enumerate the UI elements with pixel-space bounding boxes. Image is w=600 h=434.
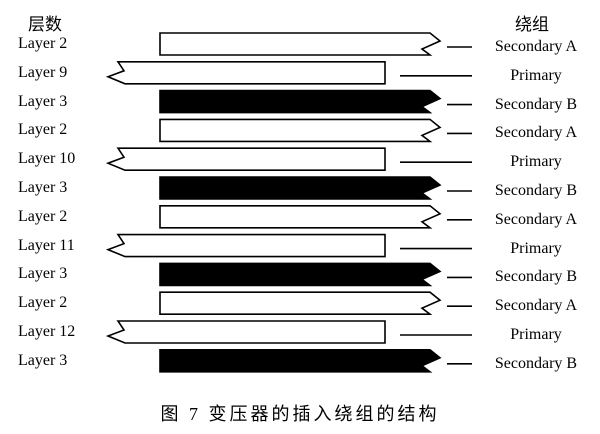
primary-winding-layer (105, 61, 386, 85)
secondary-a-winding-layer (159, 291, 442, 315)
winding-label: Primary (510, 153, 562, 171)
layer-label: Layer 2 (18, 35, 68, 52)
primary-winding-layer (105, 147, 386, 171)
winding-label: Secondary B (494, 182, 578, 199)
winding-label: Primary (510, 239, 562, 257)
secondary-b-winding-layer (159, 176, 442, 200)
secondary-b-winding-layer (159, 262, 442, 287)
figure-caption: 图 7 变压器的插入绕组的结构 (160, 404, 440, 424)
layer-label: Layer 11 (18, 236, 75, 254)
winding-label: Secondary B (494, 95, 578, 113)
layer-label: Layer 9 (18, 63, 68, 81)
layer-label: Layer 3 (18, 351, 68, 369)
secondary-a-winding-layer (159, 118, 442, 143)
layer-label: Layer 2 (18, 207, 68, 225)
layer-label: Layer 3 (18, 265, 68, 283)
layer-label: Layer 12 (18, 323, 76, 340)
layer-label: Layer 2 (18, 294, 68, 312)
secondary-b-winding-layer (159, 89, 442, 114)
winding-label: Secondary A (494, 38, 578, 55)
secondary-a-winding-layer (159, 32, 442, 56)
secondary-b-winding-layer (159, 349, 442, 373)
primary-winding-layer (105, 320, 386, 344)
winding-column-header: 绕组 (515, 15, 549, 34)
winding-label: Secondary A (494, 210, 578, 228)
winding-label: Primary (510, 326, 562, 343)
layer-label: Layer 2 (18, 121, 68, 139)
winding-label: Primary (510, 66, 562, 84)
winding-label: Secondary B (494, 268, 578, 286)
layer-label: Layer 3 (18, 92, 68, 110)
winding-label: Secondary A (494, 297, 578, 315)
winding-label: Secondary A (494, 124, 578, 142)
secondary-a-winding-layer (159, 205, 442, 229)
layer-label: Layer 10 (18, 150, 76, 168)
primary-winding-layer (105, 233, 386, 258)
layer-label: Layer 3 (18, 179, 68, 196)
layer-column-header: 层数 (28, 15, 62, 34)
winding-label: Secondary B (494, 354, 578, 372)
